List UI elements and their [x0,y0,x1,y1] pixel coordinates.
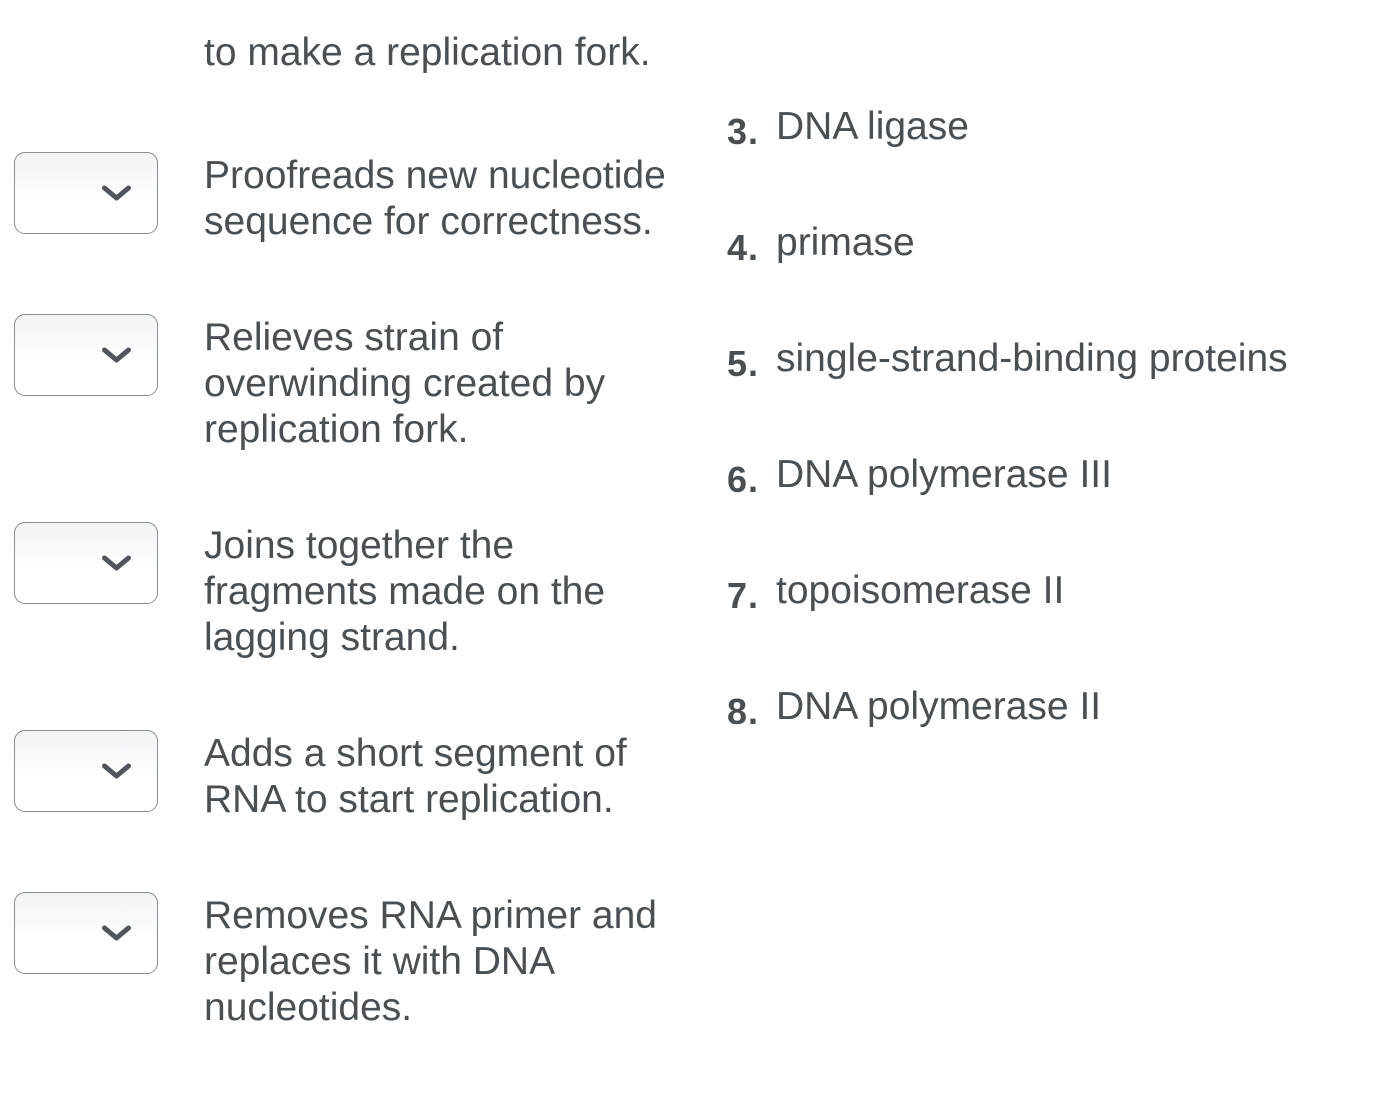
answer-label: topoisomerase II [776,569,1065,612]
answer-label: single-strand-binding proteins [776,337,1288,380]
answer-option: 7. topoisomerase II [727,568,1367,616]
match-prompt-text: Proofreads new nucleotide sequence for c… [204,154,666,243]
match-row: to make a replication fork. [14,30,674,76]
answer-label: primase [776,221,915,264]
answer-label: DNA polymerase II [776,685,1102,728]
match-answer-select[interactable] [14,152,158,234]
match-prompt-text: Removes RNA primer and replaces it with … [204,894,657,1029]
chevron-down-icon [102,925,131,941]
match-prompt-text: Adds a short segment of RNA to start rep… [204,732,627,821]
match-row: Relieves strain of overwinding created b… [14,314,674,453]
answer-option: 3. DNA ligase [727,104,1367,152]
match-prompt-text: Relieves strain of overwinding created b… [204,316,606,451]
answer-label: DNA polymerase III [776,453,1112,496]
match-answer-select[interactable] [14,314,158,396]
answer-number: 4. [727,227,760,268]
match-row: Joins together the fragments made on the… [14,522,674,661]
answer-option: 5. single-strand-binding proteins [727,336,1367,384]
answer-number: 6. [727,459,760,500]
chevron-down-icon [102,347,131,363]
answer-number: 8. [727,691,760,732]
match-prompt-text: to make a replication fork. [204,31,651,74]
match-prompt-text: Joins together the fragments made on the… [204,524,606,659]
match-row: Proofreads new nucleotide sequence for c… [14,152,674,245]
chevron-down-icon [102,555,131,571]
answer-option: 8. DNA polymerase II [727,684,1367,732]
answer-number: 5. [727,343,760,384]
match-row: Removes RNA primer and replaces it with … [14,892,674,1031]
answers-column: 3. DNA ligase 4. primase 5. single-stran… [727,104,1367,800]
answer-number: 7. [727,575,760,616]
match-answer-select[interactable] [14,522,158,604]
chevron-down-icon [102,763,131,779]
match-row: Adds a short segment of RNA to start rep… [14,730,674,823]
prompts-column: to make a replication fork. Proofreads n… [14,30,674,1101]
answer-label: DNA ligase [776,105,969,148]
match-answer-select[interactable] [14,730,158,812]
chevron-down-icon [102,185,131,201]
matching-question: to make a replication fork. Proofreads n… [14,31,1367,1029]
answer-number: 3. [727,111,760,152]
answer-option: 6. DNA polymerase III [727,452,1367,500]
answer-option: 4. primase [727,220,1367,268]
match-answer-select[interactable] [14,892,158,974]
